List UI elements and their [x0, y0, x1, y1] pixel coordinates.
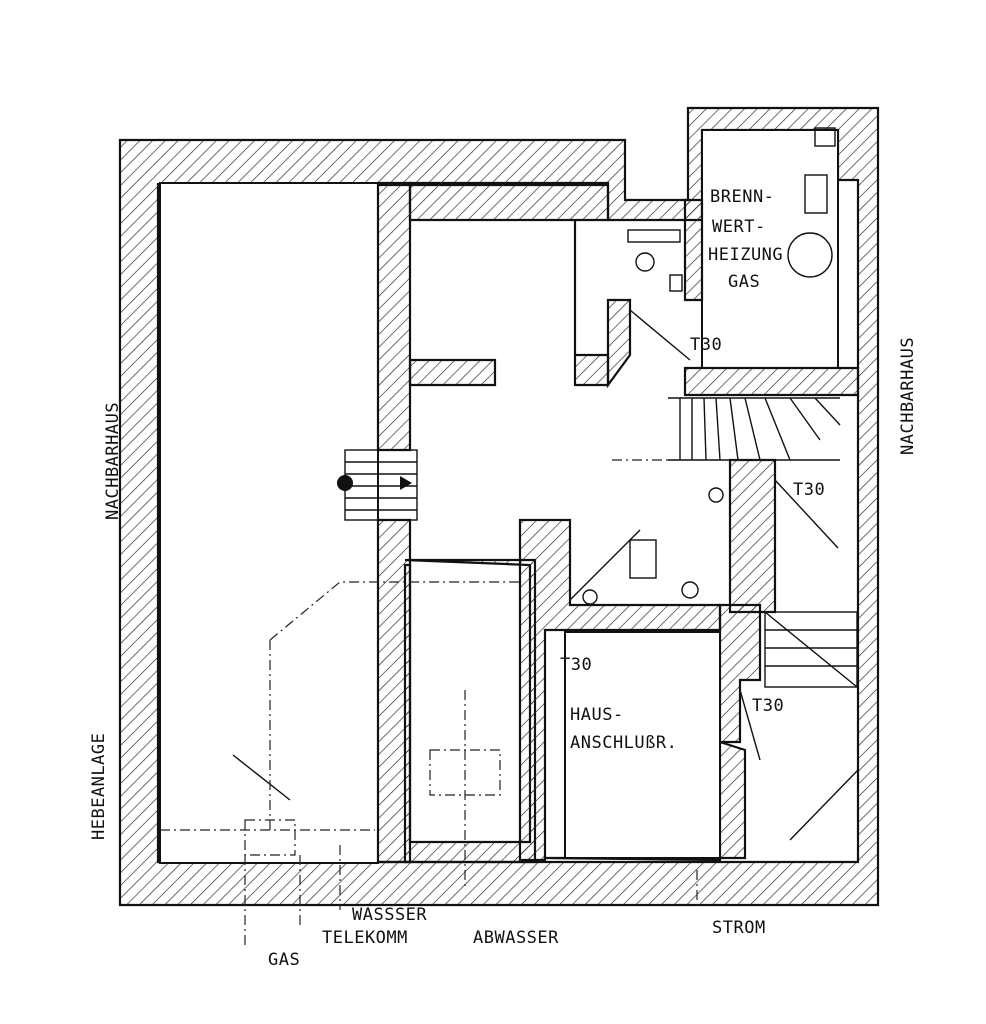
label-wert: WERT- [712, 217, 766, 237]
label-nachbarhaus-left: NACHBARHAUS [103, 402, 123, 520]
utility-lines [160, 459, 770, 945]
label-brenn: BRENN- [710, 187, 774, 207]
label-gas: GAS [268, 950, 300, 970]
label-abwasser: ABWASSER [473, 928, 559, 948]
boiler-room [701, 129, 839, 369]
central-wall-lower [403, 558, 537, 864]
label-heizung: HEIZUNG [708, 245, 783, 265]
stair-wall [728, 458, 777, 614]
boiler-partition [606, 298, 632, 389]
label-strom: STROM [712, 918, 766, 938]
stair-arrow-icon [337, 475, 353, 491]
label-t30-stair: T30 [793, 480, 825, 500]
lower-stair [764, 611, 858, 688]
label-anschlussr: ANSCHLUßR. [570, 733, 677, 753]
anschluss-room [564, 631, 721, 859]
door-swings [232, 309, 859, 841]
label-haus: HAUS- [570, 705, 624, 725]
label-hebeanlage: HEBEANLAGE [89, 733, 109, 840]
label-t30-boiler: T30 [690, 335, 722, 355]
left-room [159, 182, 379, 864]
anschluss-wall-right [718, 603, 762, 744]
stair-direction-icon [400, 476, 412, 490]
fixtures [582, 127, 836, 605]
label-gas-room: GAS [728, 272, 760, 292]
label-t30-hall: T30 [560, 655, 592, 675]
label-t30-east: T30 [752, 696, 784, 716]
label-nachbarhaus-right: NACHBARHAUS [898, 337, 918, 455]
label-wassser: WASSSER [352, 905, 427, 925]
staircase [668, 397, 841, 461]
label-telekomm: TELEKOMM [322, 928, 408, 948]
boiler-wall-bottom [683, 366, 860, 397]
upper-middle-wall [408, 181, 610, 387]
corridor-wall [408, 358, 497, 387]
boiler-wall-left [683, 198, 704, 302]
